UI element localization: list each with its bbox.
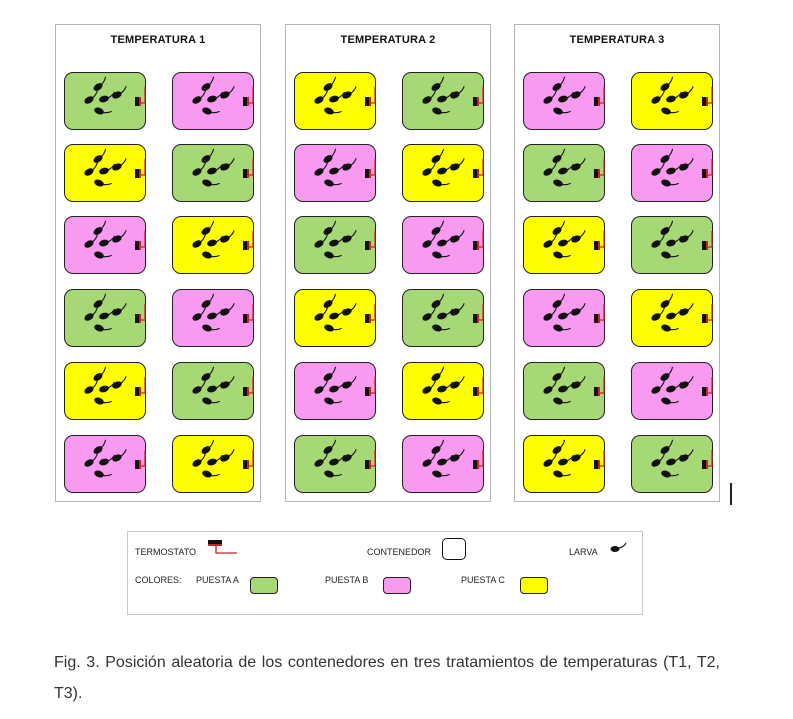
container-contents xyxy=(543,366,605,405)
panel-title: TEMPERATURA 3 xyxy=(569,34,665,46)
container-puesta-c xyxy=(523,216,605,274)
container-contents xyxy=(651,439,713,478)
container-contents xyxy=(192,366,254,405)
container-contents xyxy=(422,366,484,405)
container-puesta-b xyxy=(523,289,605,347)
container-puesta-b xyxy=(172,289,254,347)
container-puesta-b xyxy=(631,362,713,420)
legend-contenedor-label: CONTENEDOR xyxy=(367,547,432,557)
container-puesta-c xyxy=(294,72,376,130)
container-puesta-a xyxy=(402,72,484,130)
container-puesta-a xyxy=(294,216,376,274)
container-contents xyxy=(314,439,376,478)
container-puesta-b xyxy=(172,72,254,130)
container-contents xyxy=(543,293,605,332)
container-contents xyxy=(543,439,605,478)
container-puesta-b xyxy=(294,362,376,420)
swatch-puesta-b xyxy=(383,577,411,594)
container-puesta-a xyxy=(64,289,146,347)
container-contents xyxy=(543,76,605,115)
container-icon xyxy=(442,538,466,560)
swatch-puesta-c xyxy=(520,577,548,594)
container-contents xyxy=(422,220,484,259)
cursor-mark xyxy=(730,483,732,505)
container-contents xyxy=(651,148,713,187)
container-contents xyxy=(314,293,376,332)
container-puesta-b xyxy=(294,144,376,202)
container-puesta-c xyxy=(172,435,254,493)
panel-temperatura-1: TEMPERATURA 1 xyxy=(55,24,261,502)
container-contents xyxy=(543,148,605,187)
container-puesta-c xyxy=(523,435,605,493)
container-puesta-b xyxy=(402,216,484,274)
container-puesta-a xyxy=(523,362,605,420)
container-contents xyxy=(314,76,376,115)
container-puesta-b xyxy=(402,435,484,493)
container-contents xyxy=(192,439,254,478)
container-puesta-c xyxy=(64,362,146,420)
container-puesta-c xyxy=(172,216,254,274)
container-puesta-a xyxy=(402,289,484,347)
container-puesta-b xyxy=(631,144,713,202)
container-contents xyxy=(84,220,146,259)
thermostat-icon xyxy=(208,540,237,554)
larva-icon xyxy=(610,542,627,552)
container-contents xyxy=(651,76,713,115)
legend: TERMOSTATO CONTENEDOR LARVA COLORES: PUE… xyxy=(127,531,643,615)
container-puesta-a xyxy=(172,362,254,420)
container-puesta-c xyxy=(64,144,146,202)
container-contents xyxy=(422,293,484,332)
legend-larva-label: LARVA xyxy=(569,547,598,557)
legend-termostato-label: TERMOSTATO xyxy=(135,547,197,557)
container-puesta-b xyxy=(64,435,146,493)
container-puesta-c xyxy=(294,289,376,347)
container-contents xyxy=(651,366,713,405)
container-puesta-a xyxy=(172,144,254,202)
container-contents xyxy=(84,439,146,478)
container-puesta-b xyxy=(523,72,605,130)
container-puesta-c xyxy=(402,144,484,202)
container-contents xyxy=(314,148,376,187)
container-contents xyxy=(651,293,713,332)
container-contents xyxy=(84,366,146,405)
legend-colores-label: COLORES: xyxy=(135,575,182,585)
container-puesta-c xyxy=(631,289,713,347)
container-contents xyxy=(651,220,713,259)
container-contents xyxy=(84,293,146,332)
container-puesta-b xyxy=(64,216,146,274)
container-contents xyxy=(192,148,254,187)
container-contents xyxy=(84,148,146,187)
container-puesta-a xyxy=(631,216,713,274)
figure-caption: Fig. 3. Posición aleatoria de los conten… xyxy=(54,654,720,702)
panel-temperatura-3: TEMPERATURA 3 xyxy=(514,24,720,502)
container-contents xyxy=(422,76,484,115)
legend-puesta-c-label: PUESTA C xyxy=(461,575,505,585)
container-contents xyxy=(192,220,254,259)
container-contents xyxy=(314,220,376,259)
container-puesta-c xyxy=(631,72,713,130)
container-puesta-a xyxy=(64,72,146,130)
panel-temperatura-2: TEMPERATURA 2 xyxy=(285,24,491,502)
container-contents xyxy=(192,293,254,332)
container-puesta-a xyxy=(631,435,713,493)
container-puesta-a xyxy=(523,144,605,202)
legend-puesta-a-label: PUESTA A xyxy=(196,575,239,585)
container-contents xyxy=(314,366,376,405)
panel-title: TEMPERATURA 2 xyxy=(340,34,436,46)
panel-title: TEMPERATURA 1 xyxy=(110,34,206,46)
container-contents xyxy=(543,220,605,259)
container-contents xyxy=(422,439,484,478)
swatch-puesta-a xyxy=(250,577,278,594)
container-contents xyxy=(84,76,146,115)
legend-puesta-b-label: PUESTA B xyxy=(325,575,369,585)
container-contents xyxy=(192,76,254,115)
container-puesta-c xyxy=(402,362,484,420)
container-puesta-a xyxy=(294,435,376,493)
container-contents xyxy=(422,148,484,187)
